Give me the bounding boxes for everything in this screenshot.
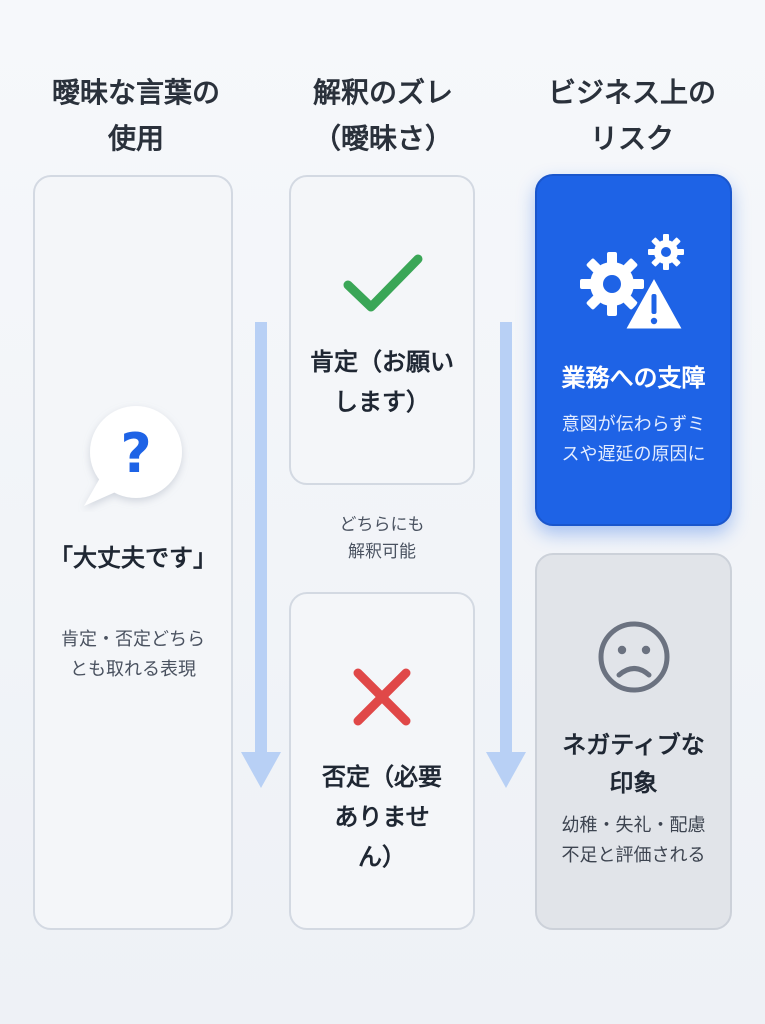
ambiguous-phrase-description: 肯定・否定どちら とも取れる表現 <box>61 629 205 680</box>
business-impact-title: 業務への支障 <box>561 364 706 392</box>
negative-interpretation-card <box>289 592 475 930</box>
negative-label: 否定（必要 ありませ ん） <box>322 763 442 871</box>
column-title-ambiguous-word: 曖昧な言葉の 使用 <box>51 76 220 155</box>
svg-text:?: ? <box>120 422 151 485</box>
gear-warning-icon <box>580 234 686 332</box>
check-icon <box>343 254 423 312</box>
negative-impression-card <box>535 553 732 930</box>
negative-impression-title: ネガティブな 印象 <box>562 731 705 797</box>
flow-arrow-2 <box>486 322 526 788</box>
middle-note: どちらにも 解釈可能 <box>339 515 425 562</box>
ambiguous-phrase: 「大丈夫です」 <box>49 544 217 572</box>
positive-label: 肯定（お願い します） <box>310 348 454 416</box>
column-title-business-risk: ビジネス上の リスク <box>547 76 716 155</box>
column-title-interpretation: 解釈のズレ （曖昧さ） <box>312 76 453 155</box>
business-impact-card <box>535 174 732 526</box>
positive-interpretation-card <box>289 175 475 485</box>
flow-arrow-1 <box>241 322 281 788</box>
cross-icon <box>353 668 411 726</box>
negative-impression-description: 幼稚・失礼・配慮 不足と評価される <box>561 815 706 866</box>
question-bubble-icon: ? <box>84 406 182 506</box>
sad-face-icon <box>598 621 670 693</box>
ambiguous-word-card <box>33 175 233 930</box>
business-impact-description: 意図が伝わらずミ スや遅延の原因に <box>561 414 706 465</box>
